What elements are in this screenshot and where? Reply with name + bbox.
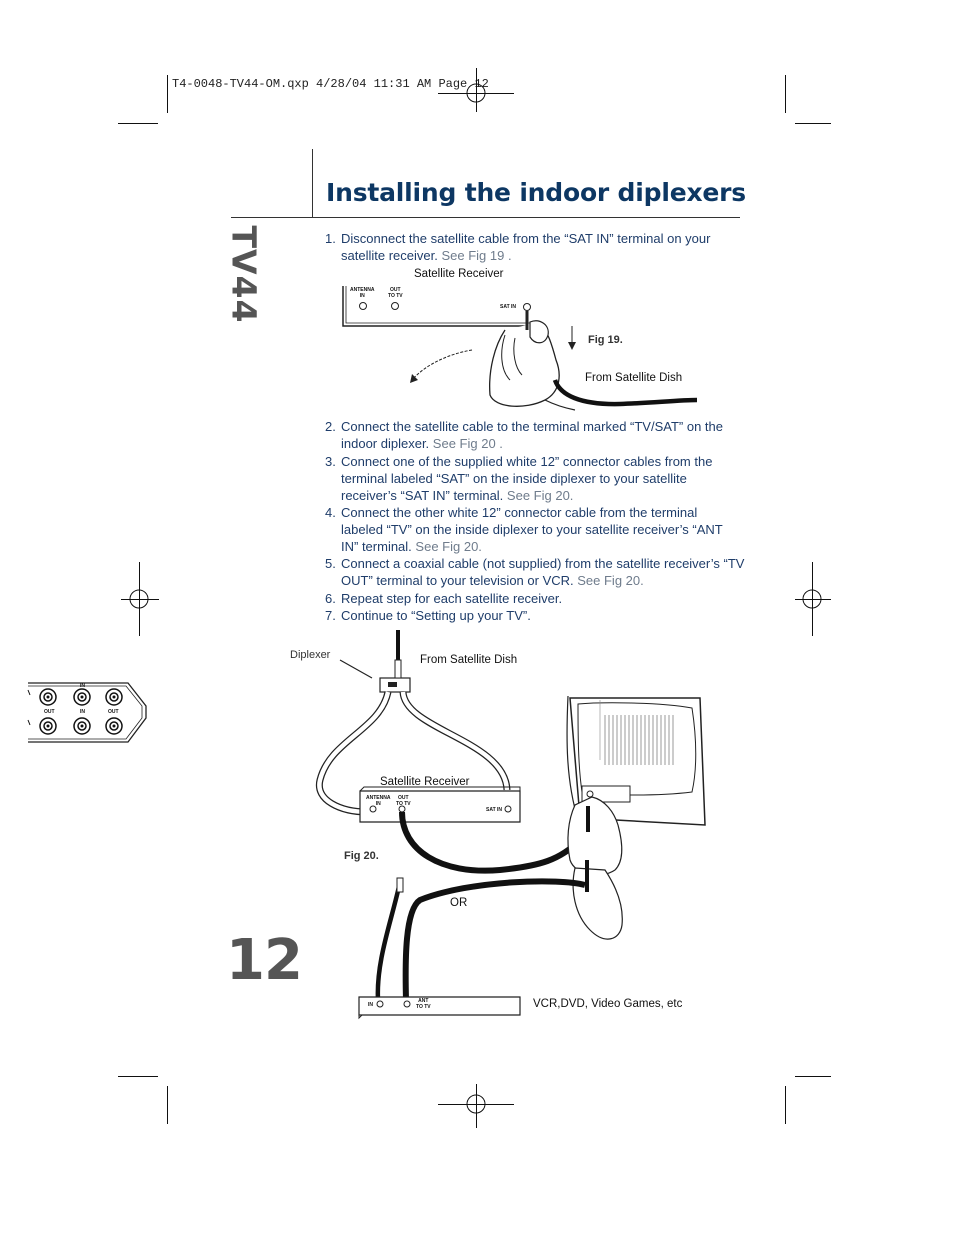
step-figure-ref: See Fig 19 . — [441, 248, 512, 263]
step-text: Connect a coaxial cable (not supplied) f… — [341, 556, 745, 588]
step-number: 7. — [325, 608, 336, 623]
fig20-vcr-in-label: IN — [368, 1002, 373, 1008]
fig20-sat-in-label: SAT IN — [486, 807, 503, 813]
step-text: Continue to “Setting up your TV”. — [341, 608, 531, 623]
edge-out-label-1: OUT — [44, 709, 55, 715]
fig20-dish-label: From Satellite Dish — [420, 654, 518, 666]
step-7: 7. Continue to “Setting up your TV”. — [325, 607, 725, 624]
fig19-sat-in-label: SAT IN — [500, 304, 517, 310]
fig20-vcr-ant-to-tv-label: ANT TO TV — [416, 998, 431, 1010]
fig19-dish-label: From Satellite Dish — [585, 372, 683, 384]
header-vertical-rule — [312, 149, 313, 217]
step-number: 3. — [325, 454, 336, 469]
fig19-antenna-in-label: ANTENNA IN — [350, 287, 375, 299]
step-text: Disconnect the satellite cable from the … — [341, 231, 711, 263]
step-6: 6. Repeat step for each satellite receiv… — [325, 590, 725, 607]
step-number: 6. — [325, 591, 336, 606]
fig20-vcr-label: VCR,DVD, Video Games, etc — [533, 998, 683, 1010]
edge-in-label-2: IN — [80, 683, 85, 689]
page-number: 12 — [226, 928, 303, 993]
edge-out-label-2: OUT — [108, 709, 119, 715]
step-number: 1. — [325, 231, 336, 246]
fig20-diplexer-label: Diplexer — [290, 649, 331, 661]
fig20-or-label: OR — [450, 897, 468, 909]
step-4: 4. Connect the other white 12” connector… — [325, 504, 725, 555]
page-title: Installing the indoor diplexers — [326, 178, 746, 207]
header-horizontal-rule — [231, 217, 740, 218]
step-number: 2. — [325, 419, 336, 434]
step-1: 1. Disconnect the satellite cable from t… — [325, 230, 725, 264]
fig20-caption: Fig 20. — [344, 850, 379, 862]
step-figure-ref: See Fig 20. — [415, 539, 482, 554]
print-slug: T4-0048-TV44-OM.qxp 4/28/04 11:31 AM Pag… — [172, 77, 489, 91]
step-figure-ref: See Fig 20 . — [432, 436, 503, 451]
step-2: 2. Connect the satellite cable to the te… — [325, 418, 725, 452]
step-number: 4. — [325, 505, 336, 520]
step-text: Connect one of the supplied white 12” co… — [341, 454, 713, 503]
fig20-antenna-in-label: ANTENNA IN — [366, 795, 391, 807]
step-text: Connect the other white 12” connector ca… — [341, 505, 723, 554]
fig20-receiver-label: Satellite Receiver — [380, 776, 470, 788]
step-3: 3. Connect one of the supplied white 12”… — [325, 453, 725, 504]
fig19-receiver-label: Satellite Receiver — [414, 268, 504, 280]
edge-in-label: IN — [80, 709, 85, 715]
step-figure-ref: See Fig 20. — [506, 488, 574, 503]
fig20-out-to-tv-label: OUT TO TV — [396, 795, 411, 807]
step-text: Repeat step for each satellite receiver. — [341, 591, 563, 606]
step-5: 5. Connect a coaxial cable (not supplied… — [325, 555, 745, 589]
step-figure-ref: See Fig 20. — [577, 573, 644, 588]
step-number: 5. — [325, 556, 336, 571]
step-text: Connect the satellite cable to the termi… — [341, 419, 723, 451]
fig19-out-to-tv-label: OUT TO TV — [388, 287, 403, 299]
fig19-caption: Fig 19. — [588, 334, 623, 346]
